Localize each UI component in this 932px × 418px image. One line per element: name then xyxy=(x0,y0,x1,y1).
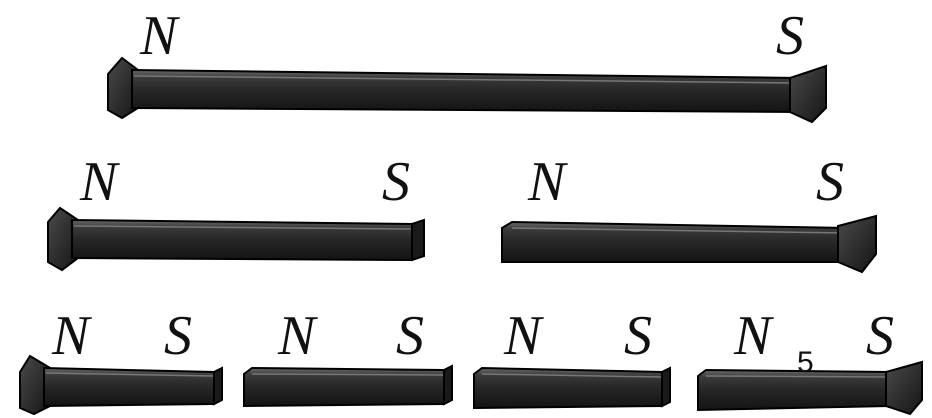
magnet-7-north-label: N xyxy=(734,308,771,364)
magnet-1-north-label: N xyxy=(140,8,177,64)
magnet-bar-quarter-3 xyxy=(474,368,670,408)
magnet-5-north-label: N xyxy=(278,308,315,364)
magnet-6-south-label: S xyxy=(624,308,652,364)
magnet-bar-half-left xyxy=(48,208,424,270)
page-number: 5 xyxy=(797,348,814,378)
magnet-2-north-label: N xyxy=(80,154,117,210)
magnet-2-south-label: S xyxy=(382,154,410,210)
magnet-3-south-label: S xyxy=(816,154,844,210)
magnet-bar-full xyxy=(108,58,826,122)
magnet-1-south-label: S xyxy=(776,8,804,64)
magnet-5-south-label: S xyxy=(396,308,424,364)
magnet-4-north-label: N xyxy=(52,308,89,364)
magnet-6-north-label: N xyxy=(504,308,541,364)
magnet-4-south-label: S xyxy=(164,308,192,364)
magnet-7-south-label: S xyxy=(866,308,894,364)
magnet-bar-quarter-2 xyxy=(244,366,452,406)
magnet-bar-half-right xyxy=(502,216,876,272)
magnet-3-north-label: N xyxy=(528,154,565,210)
